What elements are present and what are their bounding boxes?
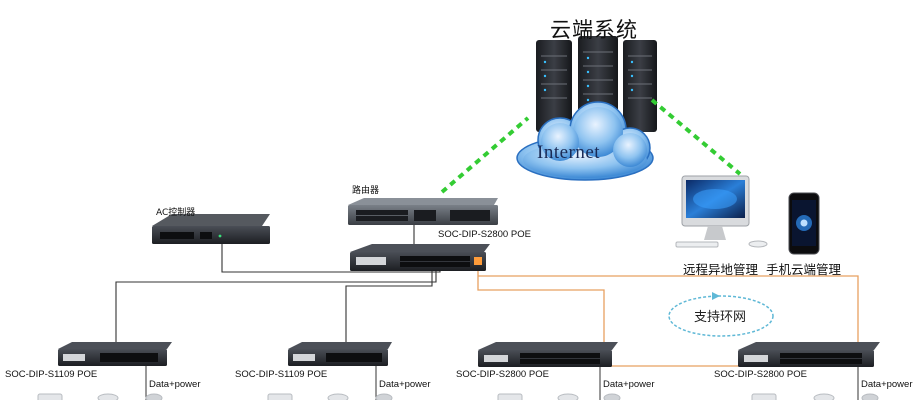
access-switch-3-label: SOC-DIP-S2800 POE bbox=[456, 369, 549, 380]
ring-loop-arrow-icon bbox=[668, 292, 774, 337]
cloud-link-lines bbox=[440, 98, 742, 194]
internet-label: Internet bbox=[537, 142, 601, 163]
access-switch-3-device bbox=[478, 342, 618, 367]
core-switch-label: SOC-DIP-S2800 POE bbox=[438, 229, 531, 240]
cloud-icon bbox=[516, 101, 654, 181]
access-switch-2-label: SOC-DIP-S1109 POE bbox=[235, 369, 328, 380]
ring-network-label: 支持环网 bbox=[694, 310, 747, 325]
downlink-wires bbox=[145, 366, 859, 400]
access-switch-1-link-label: Data+power bbox=[149, 379, 201, 390]
access-switch-2-link-label: Data+power bbox=[379, 379, 431, 390]
router-device bbox=[348, 198, 498, 225]
core-switch-device bbox=[350, 244, 490, 271]
access-switch-1-label: SOC-DIP-S1109 POE bbox=[5, 369, 98, 380]
smartphone-icon bbox=[788, 192, 820, 255]
access-switch-2-device bbox=[288, 342, 392, 366]
ring-link-lines bbox=[477, 266, 859, 367]
mobile-management-label: 手机云端管理 bbox=[766, 262, 842, 277]
access-switch-3-link-label: Data+power bbox=[603, 379, 655, 390]
remote-management-label: 远程异地管理 bbox=[683, 262, 759, 277]
ac-controller-device bbox=[152, 214, 270, 244]
ac-controller-label: AC控制器 bbox=[156, 208, 196, 218]
access-switch-4-link-label: Data+power bbox=[861, 379, 913, 390]
cloud-system-title: 云端系统 bbox=[550, 18, 638, 42]
imac-computer-icon bbox=[675, 175, 768, 248]
access-switch-4-label: SOC-DIP-S2800 POE bbox=[714, 369, 807, 380]
endpoint-devices bbox=[37, 393, 879, 400]
access-switch-1-device bbox=[58, 342, 172, 366]
router-label: 路由器 bbox=[352, 186, 380, 196]
access-switch-4-device bbox=[738, 342, 880, 367]
